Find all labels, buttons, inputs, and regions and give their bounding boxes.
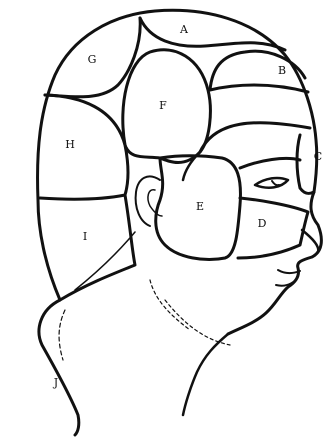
- region-h-outline: [40, 95, 128, 199]
- region-label-b: B: [278, 64, 286, 77]
- region-label-a: A: [179, 23, 189, 36]
- region-b-outline: [210, 51, 308, 92]
- region-label-e: E: [196, 200, 204, 213]
- j-inner-line: [59, 310, 65, 360]
- neck-shading: [150, 280, 190, 330]
- region-label-d: D: [258, 217, 267, 230]
- b-lower-divider: [200, 123, 310, 152]
- region-i-outline: [60, 195, 135, 300]
- mouth-line: [278, 270, 300, 273]
- pupil: [272, 181, 279, 185]
- region-label-i: I: [83, 230, 87, 243]
- region-label-g: G: [88, 53, 97, 66]
- region-j-outline: [39, 300, 79, 435]
- nose-outline: [302, 230, 318, 252]
- region-label-j: J: [53, 376, 58, 389]
- jaw-line: [165, 300, 230, 345]
- neck-front: [183, 334, 228, 415]
- brow-line: [240, 158, 300, 168]
- region-label-f: F: [159, 99, 167, 112]
- region-label-c: C: [314, 150, 322, 163]
- eye-line: [255, 178, 288, 188]
- region-c-outline: [297, 135, 314, 193]
- region-d-outline: [238, 198, 308, 258]
- region-label-h: H: [65, 138, 75, 151]
